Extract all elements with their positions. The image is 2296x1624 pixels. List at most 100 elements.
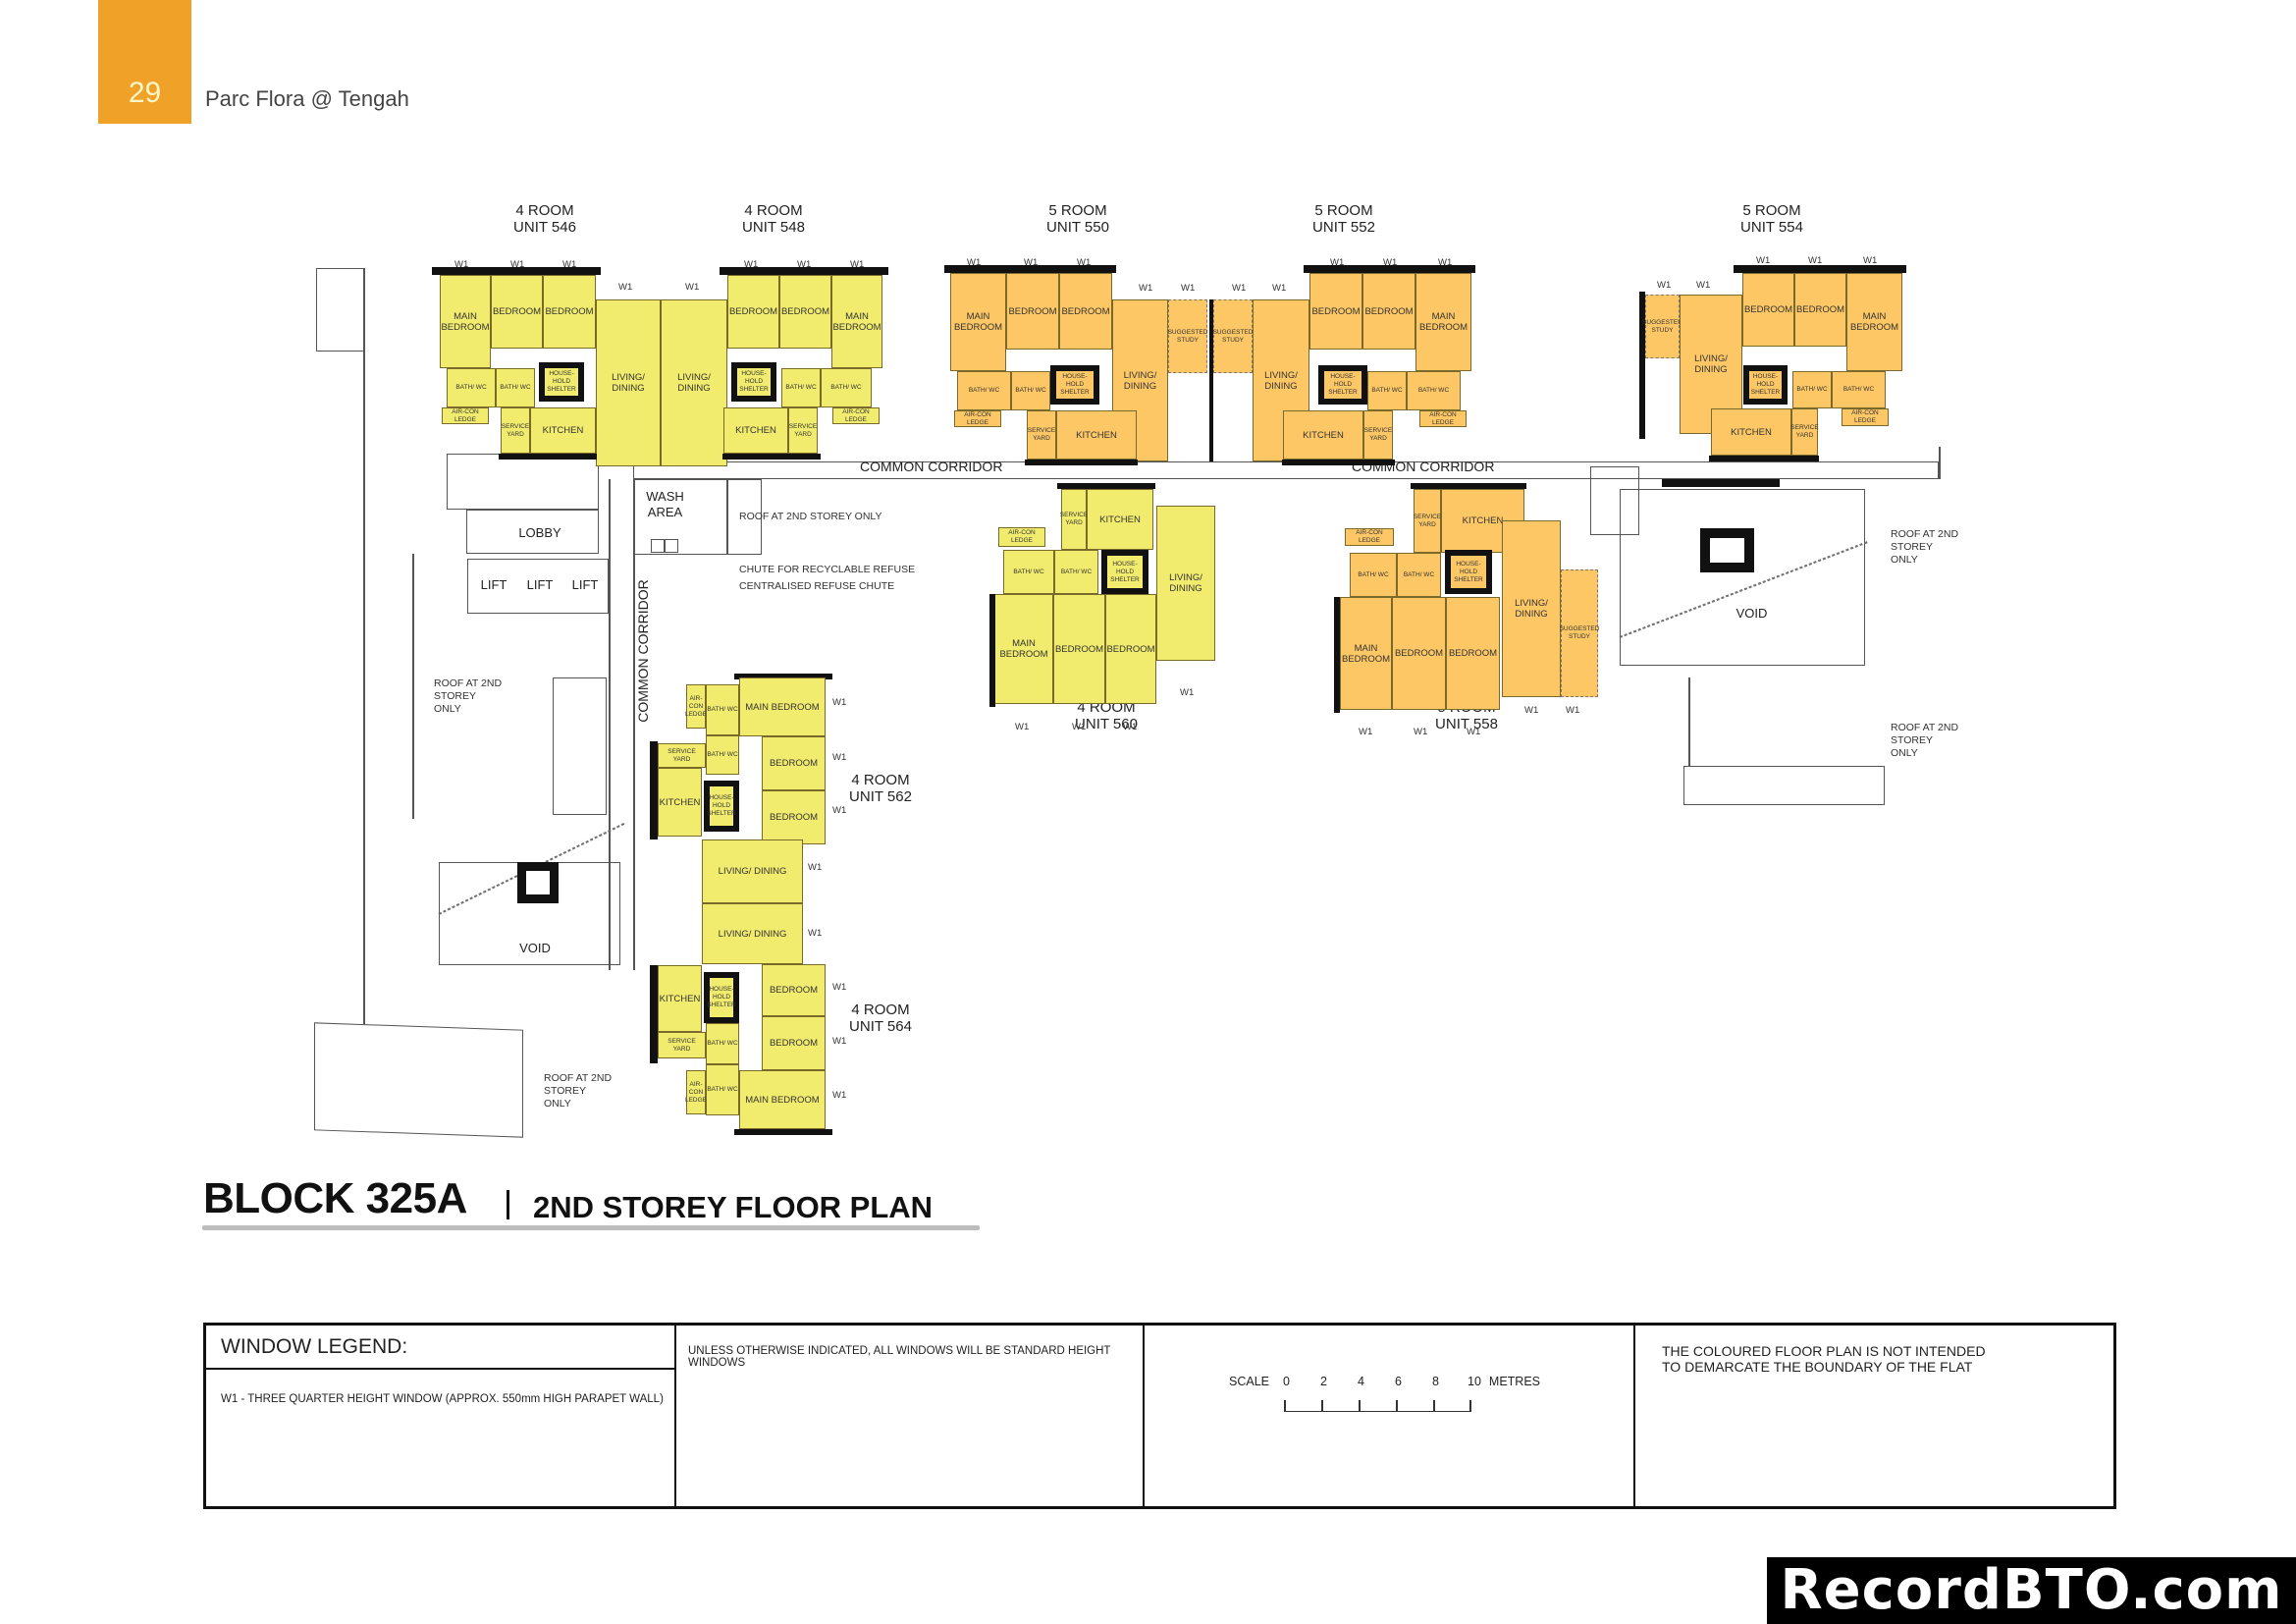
- window-tag: W1: [1024, 257, 1039, 268]
- recycle-chute-box: [665, 539, 678, 553]
- refuse-chute-box: [651, 539, 665, 553]
- unit-type: 4 ROOM: [744, 202, 803, 219]
- window-tag: W1: [1330, 257, 1345, 268]
- room-bath: BATH/ WC: [706, 735, 739, 775]
- room-bedroom: BEDROOM: [779, 275, 831, 349]
- window-tag: W1: [832, 1036, 847, 1047]
- block-title: BLOCK 325A: [203, 1174, 467, 1222]
- room-aircon-ledge: AIR-CON LEDGE: [832, 407, 880, 424]
- room-household-shelter: HOUSE-HOLD SHELTER: [1445, 550, 1492, 594]
- window-tag: W1: [1467, 727, 1481, 737]
- void-left-label: VOID: [519, 941, 551, 955]
- page-number-tab: 29: [98, 0, 191, 124]
- roof-note-wash: ROOF AT 2ND STOREY ONLY: [739, 511, 882, 522]
- lift-2: LIFT: [526, 577, 554, 592]
- room-bedroom: BEDROOM: [727, 275, 779, 349]
- roof-note-bottom-left: ROOF AT 2ND STOREY ONLY: [544, 1072, 613, 1110]
- scale-label: SCALE: [1229, 1375, 1269, 1388]
- unit-type: 5 ROOM: [1314, 202, 1373, 219]
- window-tag: W1: [1232, 283, 1247, 294]
- room-household-shelter: HOUSE-HOLD SHELTER: [1318, 365, 1367, 405]
- room-kitchen: KITCHEN: [1283, 410, 1363, 460]
- window-tag: W1: [832, 697, 847, 708]
- room-service-yard: SERVICE YARD: [658, 743, 706, 768]
- stair-top-box: [447, 454, 599, 510]
- disclaimer-cell: THE COLOURED FLOOR PLAN IS NOT INTENDED …: [1635, 1326, 2113, 1506]
- unit-type: 5 ROOM: [1742, 202, 1801, 219]
- room-main-bedroom: MAIN BEDROOM: [1340, 597, 1392, 710]
- room-service-yard: SERVICE YARD: [1363, 410, 1393, 460]
- legend-table: WINDOW LEGEND: W1 - THREE QUARTER HEIGHT…: [203, 1323, 2116, 1509]
- room-household-shelter: HOUSE-HOLD SHELTER: [539, 362, 584, 402]
- common-corridor-vertical-label: COMMON CORRIDOR: [635, 579, 651, 723]
- room-bath: BATH/ WC: [1054, 550, 1098, 594]
- scale-tick-label: 0: [1283, 1375, 1290, 1388]
- window-tag: W1: [454, 259, 469, 270]
- room-suggested-study: SUGGESTED STUDY: [1168, 299, 1207, 373]
- room-bath: BATH/ WC: [1003, 550, 1054, 594]
- unit-label-548: 4 ROOM UNIT 548: [705, 202, 842, 236]
- unit-label-550: 5 ROOM UNIT 550: [1009, 202, 1147, 236]
- room-bedroom: BEDROOM: [762, 1016, 826, 1070]
- wash-roof-box: [727, 479, 762, 555]
- window-tag: W1: [1139, 283, 1153, 294]
- room-bath: BATH/ WC: [1397, 553, 1441, 597]
- unit-type: 4 ROOM: [515, 202, 574, 219]
- room-service-yard: SERVICE YARD: [788, 407, 818, 454]
- unit-number: UNIT 554: [1740, 219, 1803, 236]
- window-tag: W1: [1566, 705, 1580, 716]
- room-main-bedroom: MAIN BEDROOM: [994, 594, 1053, 704]
- lobby-box: [466, 510, 599, 554]
- roof-note-right-bottom: ROOF AT 2ND STOREY ONLY: [1891, 722, 1959, 759]
- window-tag: W1: [1272, 283, 1287, 294]
- outline-left-inner: [412, 554, 414, 819]
- room-bath: BATH/ WC: [1350, 553, 1397, 597]
- room-kitchen: KITCHEN: [723, 407, 788, 454]
- room-service-yard: SERVICE YARD: [1027, 410, 1056, 460]
- roof-box-bottom-left: [314, 1022, 523, 1138]
- unit-label-560: 4 ROOM UNIT 560: [1038, 699, 1175, 732]
- unit-number: UNIT 552: [1312, 219, 1375, 236]
- room-bedroom: BEDROOM: [1446, 597, 1500, 710]
- window-tag: W1: [808, 862, 823, 873]
- scale-unit: METRES: [1488, 1375, 1540, 1388]
- room-household-shelter: HOUSE-HOLD SHELTER: [1101, 550, 1148, 594]
- room-bedroom: BEDROOM: [762, 964, 826, 1016]
- window-tag: W1: [1414, 727, 1428, 737]
- window-tag: W1: [808, 928, 823, 939]
- window-tag: W1: [1015, 722, 1030, 732]
- room-suggested-study: SUGGESTED STUDY: [1642, 295, 1682, 358]
- scale-tick-label: 2: [1320, 1375, 1327, 1388]
- unit-type: 4 ROOM: [851, 1001, 910, 1018]
- room-main-bedroom: MAIN BEDROOM: [440, 275, 491, 368]
- window-tag: W1: [1438, 257, 1453, 268]
- scale-tick-label: 8: [1432, 1375, 1439, 1388]
- window-tag: W1: [832, 752, 847, 763]
- scale-labels: SCALE 0 2 4 6 8 10 METRES: [1229, 1375, 1540, 1388]
- window-tag: W1: [685, 282, 700, 293]
- window-tag: W1: [1123, 722, 1138, 732]
- unit-number: UNIT 558: [1435, 716, 1498, 732]
- window-tag: W1: [1808, 255, 1823, 266]
- floor-plan-subtitle: 2ND STOREY FLOOR PLAN: [533, 1190, 934, 1224]
- unit-label-554: 5 ROOM UNIT 554: [1703, 202, 1841, 236]
- window-tag: W1: [1383, 257, 1398, 268]
- room-main-bedroom: MAIN BEDROOM: [1415, 273, 1471, 371]
- room-bath: BATH/ WC: [781, 368, 821, 407]
- scale-tick-label: 10: [1468, 1375, 1481, 1388]
- window-tag: W1: [832, 805, 847, 816]
- disclaimer-line: THE COLOURED FLOOR PLAN IS NOT INTENDED: [1662, 1343, 1986, 1359]
- room-bath: BATH/ WC: [957, 371, 1011, 410]
- room-service-yard: SERVICE YARD: [658, 1032, 706, 1058]
- room-living-dining: LIVING/ DINING: [702, 903, 803, 964]
- room-bath: BATH/ WC: [447, 368, 496, 407]
- page-number: 29: [128, 77, 162, 109]
- room-service-yard: SERVICE YARD: [1790, 408, 1819, 456]
- room-suggested-study: SUGGESTED STUDY: [1560, 569, 1599, 697]
- room-aircon-ledge: AIR-CON LEDGE: [685, 684, 707, 729]
- room-main-bedroom: MAIN BEDROOM: [950, 273, 1006, 371]
- window-tag: W1: [832, 1090, 847, 1101]
- room-bedroom: BEDROOM: [1105, 594, 1156, 704]
- room-kitchen: KITCHEN: [658, 768, 702, 837]
- room-aircon-ledge: AIR-CON LEDGE: [1345, 528, 1394, 546]
